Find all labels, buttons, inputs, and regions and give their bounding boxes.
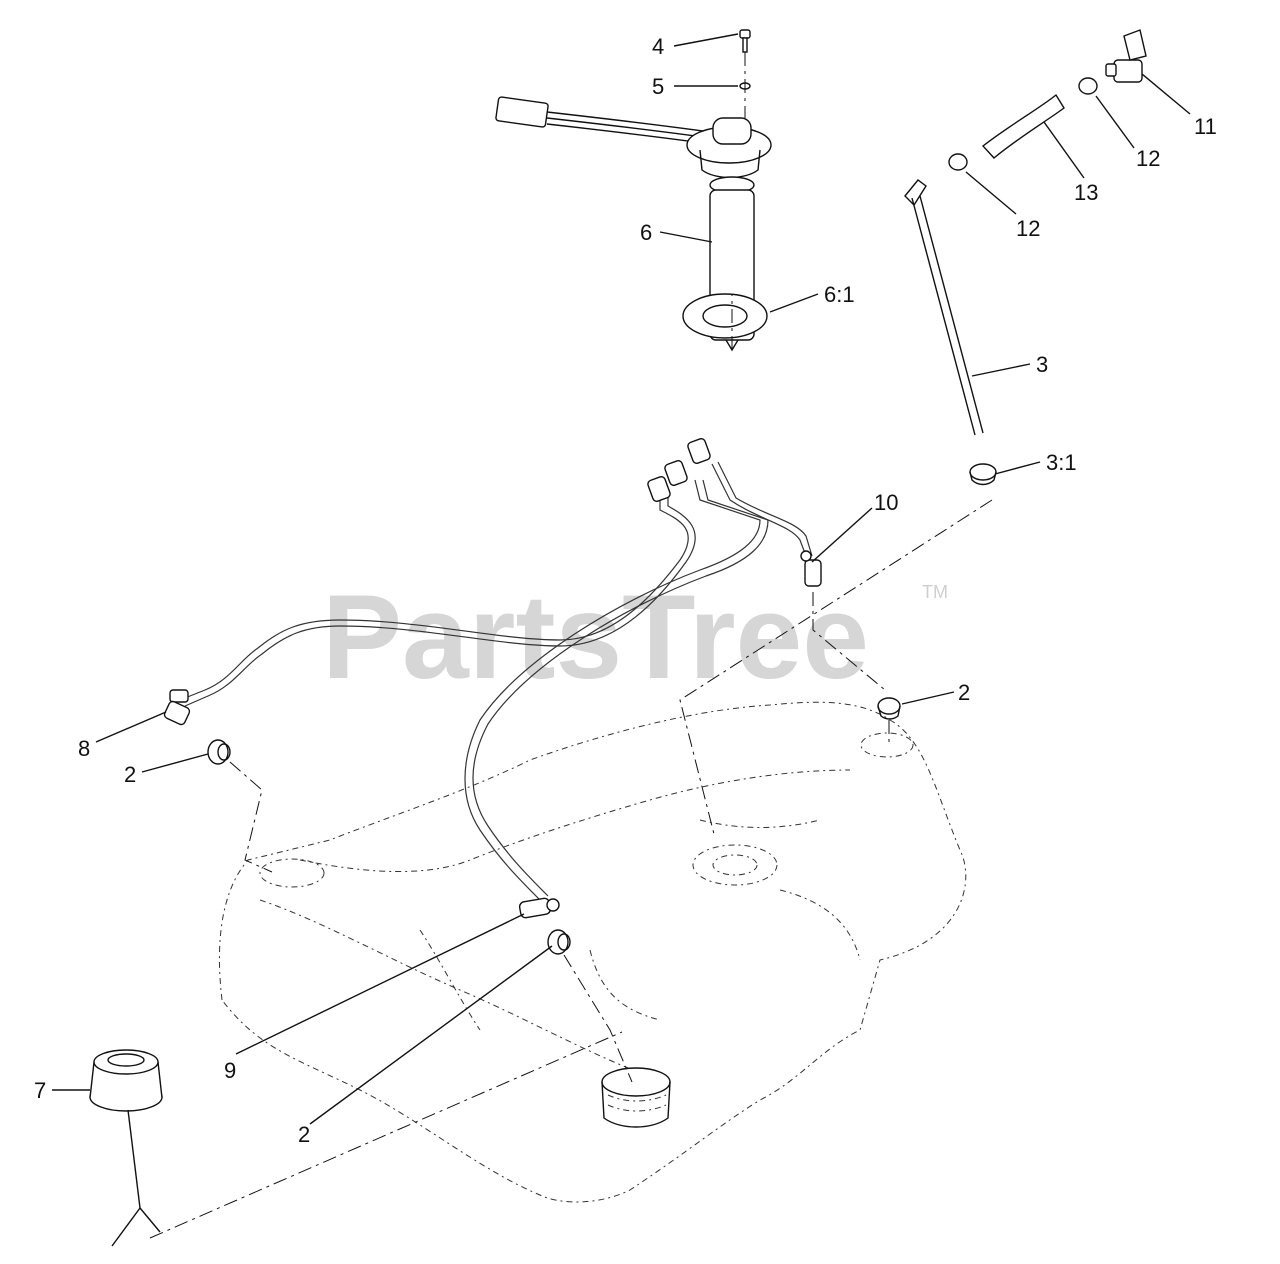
callout-13: 13: [1074, 180, 1098, 205]
callout-2-bottom: 2: [298, 1122, 310, 1147]
clamp-left: [948, 153, 968, 171]
callout-2-left: 2: [124, 762, 136, 787]
grommet-bottom: [547, 929, 571, 955]
vent-tube: [904, 179, 997, 486]
callout-3: 3: [1036, 352, 1048, 377]
callout-12-right: 12: [1136, 146, 1160, 171]
callout-10: 10: [874, 490, 898, 515]
grommet-right: [877, 697, 901, 720]
callout-6: 6: [640, 220, 652, 245]
callout-3-1: 3:1: [1046, 450, 1077, 475]
callout-12-left: 12: [1016, 216, 1040, 241]
leader-lines: [52, 33, 1191, 1125]
fuel-cap: [89, 1049, 163, 1247]
callout-labels: 4 5 6 6:1 3 3:1 10 2 8 2 9 2 7 11 12 12 …: [34, 34, 1217, 1147]
shutoff-valve: [1105, 29, 1147, 83]
callout-4: 4: [652, 34, 664, 59]
fuel-level-sender: [495, 96, 772, 352]
clamp-right: [1078, 77, 1098, 95]
watermark-brand: PartsTree: [322, 570, 869, 704]
fitting-8: [163, 700, 191, 726]
callout-11: 11: [1194, 114, 1217, 139]
screw-4: [739, 29, 751, 53]
sender-gasket: [682, 293, 768, 339]
callout-5: 5: [652, 74, 664, 99]
elbow-fitting-10: [800, 550, 822, 587]
callout-6-1: 6:1: [824, 282, 855, 307]
fuel-line-assembly: [169, 438, 813, 901]
callout-2-right: 2: [958, 680, 970, 705]
elbow-fitting-9: [518, 897, 560, 919]
grommet-left: [207, 739, 231, 765]
callout-7: 7: [34, 1078, 46, 1103]
callout-8: 8: [78, 736, 90, 761]
watermark: PartsTree TM: [322, 570, 948, 704]
watermark-trademark: TM: [922, 582, 948, 602]
line-fittings: [169, 438, 711, 703]
assembly-lines: [149, 294, 993, 1239]
callout-9: 9: [224, 1058, 236, 1083]
fuel-tank: [218, 701, 967, 1203]
filler-neck: [601, 1067, 671, 1128]
fuel-hose: [981, 93, 1065, 159]
